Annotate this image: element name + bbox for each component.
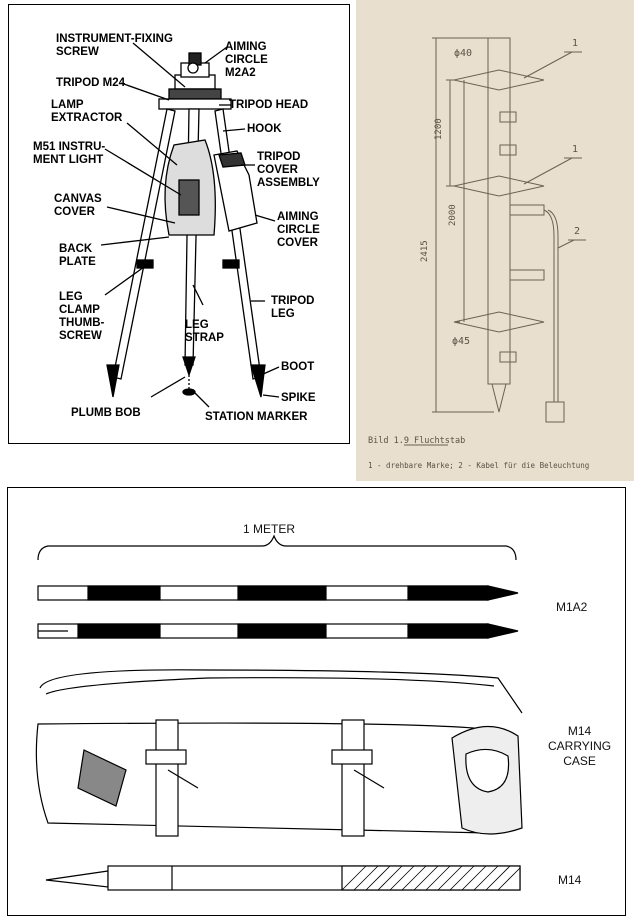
dim-2000: 2000 — [448, 204, 458, 226]
caption-legend: 1 - drehbare Marke; 2 - Kabel für die Be… — [368, 461, 590, 470]
fluchtstab-drawing-panel: ϕ40 ϕ45 1200 2000 2415 1 1 2 Bild 1.9 Fl… — [356, 0, 634, 481]
dim-d40: ϕ40 — [454, 48, 473, 59]
label-boot: BOOT — [281, 361, 315, 373]
label-hook: HOOK — [247, 123, 282, 135]
tripod-diagram-panel: INSTRUMENT-FIXING SCREW AIMING CIRCLE M2… — [8, 4, 350, 444]
label-leg-strap: LEG STRAP — [185, 319, 224, 344]
aiming-posts-illustration — [35, 534, 523, 891]
dim-1200: 1200 — [434, 118, 444, 140]
label-tripod-leg: TRIPOD LEG — [271, 295, 315, 320]
label-spike: SPIKE — [281, 392, 316, 404]
label-m51-instrument-light: M51 INSTRU- MENT LIGHT — [33, 141, 106, 166]
label-m14: M14 — [558, 873, 582, 887]
callout-2: 2 — [574, 226, 581, 237]
label-canvas-cover: CANVAS COVER — [54, 193, 102, 218]
fluchtstab-drawing — [404, 37, 586, 446]
label-1-meter: 1 METER — [243, 522, 296, 536]
label-m1a2: M1A2 — [556, 600, 588, 614]
label-back-plate: BACK PLATE — [59, 243, 96, 268]
dim-2415: 2415 — [420, 240, 430, 262]
label-leg-clamp-thumbscrew: LEG CLAMP THUMB- SCREW — [59, 291, 105, 342]
label-plumb-bob: PLUMB BOB — [71, 407, 141, 419]
caption-title: Bild 1.9 Fluchtstab — [368, 436, 466, 446]
label-station-marker: STATION MARKER — [205, 411, 308, 423]
label-instrument-fixing-screw: INSTRUMENT-FIXING SCREW — [56, 33, 173, 58]
callout-1-middle: 1 — [572, 144, 579, 155]
label-tripod-m24: TRIPOD M24 — [56, 77, 126, 89]
label-aiming-circle: AIMING CIRCLE M2A2 — [225, 41, 268, 79]
label-m14-carrying-case: M14 CARRYING CASE — [548, 724, 612, 768]
callout-1-upper: 1 — [572, 38, 579, 49]
aiming-posts-panel: 1 METER M1A2 M14 CARRYING CASE M14 — [7, 487, 626, 916]
label-tripod-cover-assembly: TRIPOD COVER ASSEMBLY — [257, 151, 320, 189]
label-lamp-extractor: LAMP EXTRACTOR — [51, 99, 123, 124]
dim-d45: ϕ45 — [452, 336, 471, 347]
tripod-illustration — [100, 42, 280, 408]
label-tripod-head: TRIPOD HEAD — [229, 99, 309, 111]
label-aiming-circle-cover: AIMING CIRCLE COVER — [277, 211, 320, 249]
